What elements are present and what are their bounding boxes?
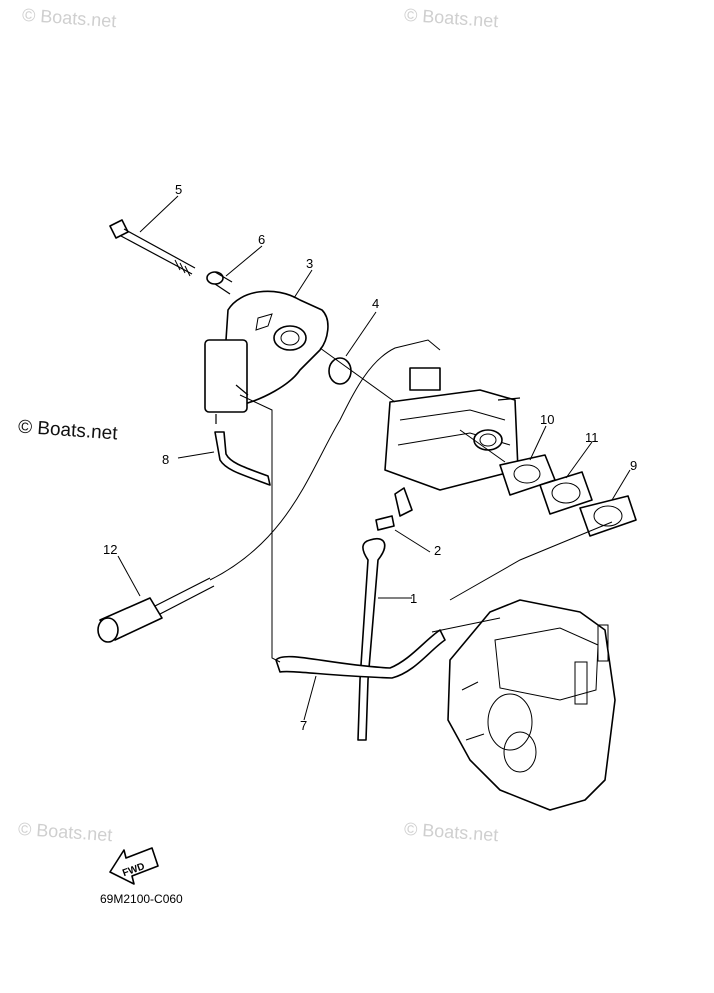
callout-2: 2 xyxy=(434,543,442,558)
fuel-hose-part-1 xyxy=(357,538,386,741)
callout-11: 11 xyxy=(585,430,599,445)
clip-part-2 xyxy=(375,515,395,531)
gasket-part-11 xyxy=(539,471,593,515)
callout-3: 3 xyxy=(306,256,314,271)
callout-12: 12 xyxy=(103,542,118,557)
bolt-part-5 xyxy=(109,219,196,277)
collar-part-6 xyxy=(206,271,233,295)
carburetor xyxy=(384,367,521,517)
o-ring-part-4 xyxy=(328,357,352,385)
callout-4: 4 xyxy=(372,296,380,311)
hose-part-8 xyxy=(214,431,271,486)
callout-9: 9 xyxy=(630,458,638,473)
fwd-arrow: FWD xyxy=(109,847,159,885)
callout-6: 6 xyxy=(258,232,266,247)
choke-knob-part-12 xyxy=(97,577,215,643)
fuel-pump-part-3 xyxy=(204,290,329,424)
callout-7: 7 xyxy=(300,718,308,733)
callout-5: 5 xyxy=(175,182,183,197)
choke-cable xyxy=(209,339,441,581)
callout-10: 10 xyxy=(540,412,555,427)
cylinder-block xyxy=(447,599,616,811)
hose-part-7 xyxy=(275,629,446,679)
callout-1: 1 xyxy=(410,591,418,606)
callout-8: 8 xyxy=(162,452,170,467)
diagram-code: 69M2100-C060 xyxy=(100,892,183,906)
leader-lines xyxy=(117,195,631,721)
